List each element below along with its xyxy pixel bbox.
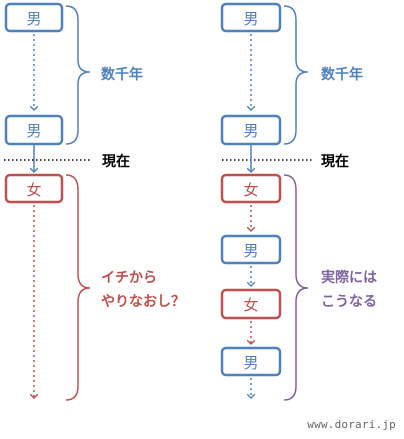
left-question-line2: やりなおし？ — [101, 294, 185, 310]
right-male-box-bottom — [220, 114, 282, 146]
right-answer-line2: こうなる — [321, 294, 377, 310]
right-female-box-1 — [220, 173, 282, 204]
left-male-box-top-text: 男 — [26, 10, 41, 28]
right-answer-line1: 実際には — [321, 269, 377, 286]
left-male-box-top — [4, 2, 64, 33]
right-male-box-1 — [220, 234, 282, 265]
right-brace-purple — [283, 174, 309, 401]
right-male-box-2-text: 男 — [243, 354, 258, 372]
left-brace-blue — [65, 5, 91, 145]
right-male-box-2 — [220, 346, 282, 377]
left-span-label: 数千年 — [101, 66, 143, 83]
left-question-line1: イチから — [101, 270, 157, 286]
present-label-right: 現在 — [321, 153, 349, 170]
present-label-left: 現在 — [102, 153, 130, 170]
right-column: 男 男 女 男 女 男 数千年 実際には こうなる — [220, 2, 377, 401]
right-male-box-top-text: 男 — [243, 10, 258, 28]
right-female-box-2-text: 女 — [243, 296, 258, 314]
left-female-box — [4, 173, 64, 204]
right-female-box-2 — [220, 288, 282, 320]
watermark: www.dorari.jp — [307, 418, 396, 431]
left-male-box-bottom-text: 男 — [26, 122, 41, 140]
right-female-box-1-text: 女 — [243, 181, 258, 199]
right-male-box-1-text: 男 — [243, 242, 258, 260]
left-brace-red — [65, 174, 91, 401]
right-male-box-bottom-text: 男 — [243, 122, 258, 140]
left-female-box-text: 女 — [26, 181, 41, 199]
right-brace-blue — [283, 5, 309, 145]
right-male-box-top — [220, 2, 282, 33]
left-male-box-bottom — [4, 114, 64, 146]
right-span-label: 数千年 — [321, 66, 363, 83]
left-column: 男 男 女 数千年 イチから やりなおし？ — [4, 2, 185, 401]
